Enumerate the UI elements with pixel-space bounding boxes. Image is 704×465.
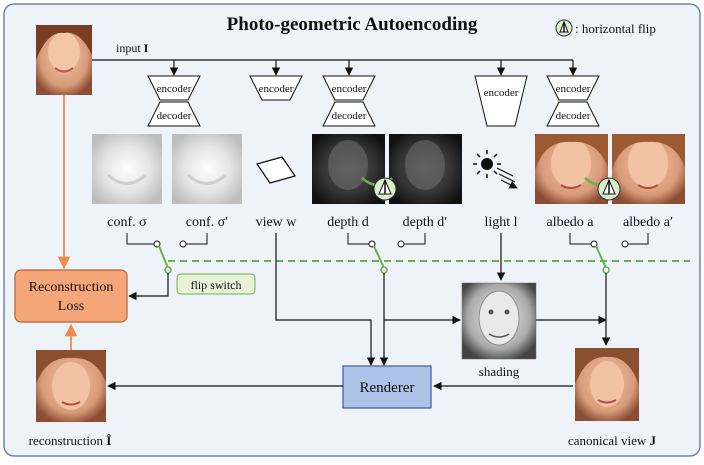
loss-label-line2: Loss — [58, 299, 84, 314]
canonical-view-image — [575, 348, 639, 421]
label-albedo-a-prime: albedo a′ — [623, 215, 673, 230]
switch-node-depth — [380, 266, 388, 274]
renderer-box — [342, 365, 432, 409]
input-image — [36, 25, 92, 95]
reconstruction-label: reconstruction Î — [29, 433, 112, 448]
label-conf-sigma: conf. σ — [107, 215, 147, 230]
label-light-l: light l — [484, 215, 517, 230]
confidence-map-image — [92, 134, 162, 204]
flip-legend-icon — [555, 19, 573, 37]
shading-image — [461, 282, 537, 360]
diagram-title: Photo-geometric Autoencoding — [227, 14, 478, 35]
switch-arm-depth — [373, 245, 385, 269]
switch-node-conf — [164, 266, 172, 274]
reconstruction-image — [36, 350, 106, 422]
albedo-image — [535, 134, 608, 204]
decoder-label: decoder — [157, 110, 192, 122]
switch-terminals — [126, 233, 649, 248]
encoder-decoder-albedo: encoder decoder — [546, 75, 600, 127]
arrow-view-to-renderer — [275, 233, 376, 366]
encoder-label: encoder — [332, 83, 367, 95]
depth-map-image — [312, 134, 385, 204]
reconstruction-loss-box — [14, 269, 128, 323]
switch-node-albedo — [602, 266, 610, 274]
arrow-confidence-to-loss — [128, 273, 169, 301]
encoder-view: encoder — [249, 75, 303, 101]
flip-icon — [361, 177, 397, 201]
flip-icon — [584, 177, 621, 201]
encoder-label: encoder — [484, 87, 519, 99]
encoder-label: encoder — [556, 83, 591, 95]
encoder-label: encoder — [157, 83, 192, 95]
label-depth-d-prime: depth d′ — [403, 215, 448, 230]
flip-switch-label: flip switch — [191, 278, 242, 292]
viewpoint-icon — [256, 156, 296, 184]
decoder-label: decoder — [332, 110, 367, 122]
switch-arm-albedo — [595, 245, 607, 269]
encoder-light: encoder — [474, 75, 528, 127]
label-conf-sigma-prime: conf. σ′ — [186, 215, 229, 230]
label-view-w: view w — [256, 215, 298, 230]
input-label: input I — [116, 41, 149, 55]
flip-switch-box — [176, 273, 256, 295]
flipped-albedo-image — [612, 134, 685, 204]
renderer-label: Renderer — [360, 380, 415, 396]
light-icon — [473, 150, 517, 188]
switch-arm-conf — [158, 245, 169, 269]
shading-label: shading — [479, 364, 520, 379]
label-albedo-a: albedo a — [546, 215, 594, 230]
flipped-depth-map-image — [389, 134, 462, 204]
label-depth-d: depth d — [327, 215, 369, 230]
encoder-decoder-depth: encoder decoder — [322, 75, 376, 127]
encoder-decoder-conf: encoder decoder — [147, 75, 201, 127]
decoder-label: decoder — [556, 110, 591, 122]
loss-label-line1: Reconstruction — [29, 280, 114, 295]
canonical-label: canonical view J — [568, 433, 657, 448]
flip-legend-text: : horizontal flip — [575, 21, 656, 36]
flipped-confidence-map-image — [172, 134, 242, 204]
encoder-label: encoder — [259, 83, 294, 95]
